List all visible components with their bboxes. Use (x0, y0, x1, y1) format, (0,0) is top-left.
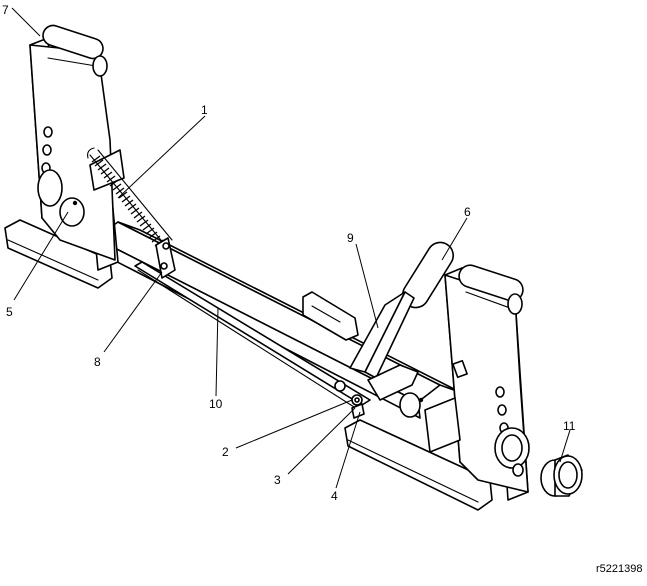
callout-10: 10 (209, 397, 223, 411)
callout-8: 8 (94, 355, 101, 369)
leader-5 (13, 211, 69, 301)
leader-7 (11, 7, 41, 37)
callout-labels: 1 2 3 4 5 6 7 8 9 10 11 (2, 3, 576, 503)
callout-11: 11 (563, 419, 576, 433)
cross-tube (94, 221, 463, 419)
callout-3: 3 (274, 473, 281, 487)
callout-7: 7 (2, 3, 9, 17)
right-frame (344, 264, 530, 511)
leader-4 (335, 411, 361, 489)
callout-2: 2 (222, 445, 229, 459)
tension-spring (87, 147, 173, 247)
leader-9 (355, 243, 379, 329)
leader-6 (441, 217, 468, 261)
spring-bracket (155, 237, 176, 279)
left-frame (4, 24, 125, 289)
leader-8 (103, 271, 163, 353)
leader-11 (559, 429, 571, 463)
leader-lines (11, 7, 571, 489)
callout-4: 4 (331, 489, 338, 503)
bushing (540, 454, 583, 497)
callout-1: 1 (201, 103, 208, 117)
lower-flat-bar (134, 261, 371, 413)
leader-1 (117, 115, 206, 199)
leader-3 (287, 407, 356, 475)
release-handle (349, 241, 454, 379)
mounting-plate (302, 291, 359, 341)
leader-10 (215, 307, 219, 397)
figure-reference-code: r5221398 (596, 563, 643, 575)
callout-6: 6 (464, 205, 471, 219)
callout-5: 5 (6, 305, 13, 319)
bolt-and-nut-hardware (334, 380, 365, 419)
callout-9: 9 (347, 231, 354, 245)
leader-2 (235, 399, 353, 449)
